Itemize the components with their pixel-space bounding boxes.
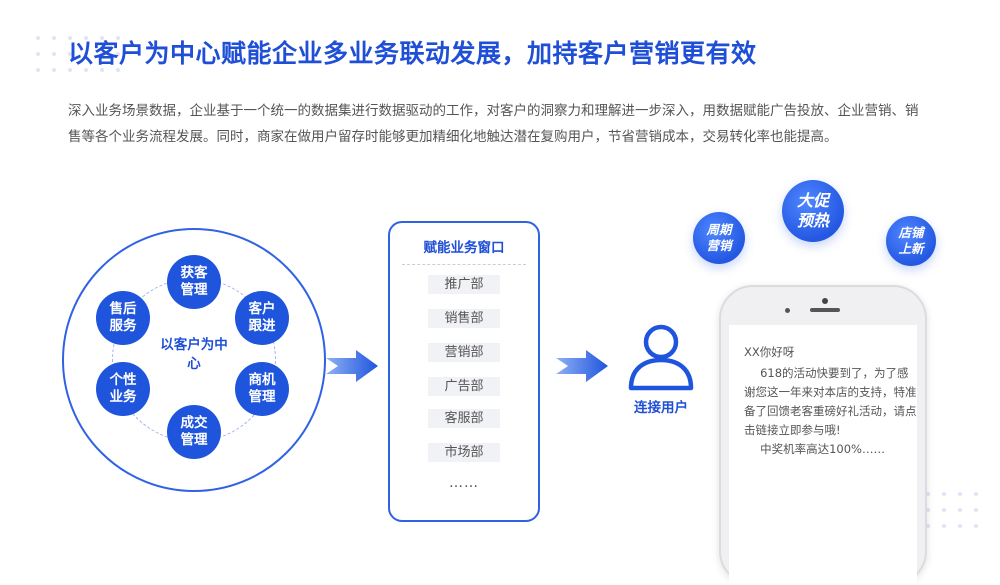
phone-side-dot bbox=[785, 308, 790, 313]
cycle-node-after-sales: 售后服务 bbox=[96, 291, 150, 345]
phone-speaker-icon bbox=[810, 308, 840, 312]
cycle-node-opportunity: 商机管理 bbox=[235, 362, 289, 416]
phone-camera-dot bbox=[822, 298, 828, 304]
flow-arrow-icon bbox=[326, 350, 378, 382]
user-label: 连接用户 bbox=[634, 400, 688, 416]
cycle-node-follow-up: 客户跟进 bbox=[235, 291, 289, 345]
panel-title: 赋能业务窗口 bbox=[423, 240, 505, 256]
department-item: 营销部 bbox=[428, 343, 500, 362]
message-body: 618的活动快要到了，为了感谢您这一年来对本店的支持，特准备了回馈老客重磅好礼活… bbox=[744, 366, 917, 437]
panel-divider bbox=[402, 264, 526, 265]
cycle-center-label: 以客户为中心 bbox=[160, 337, 228, 372]
phone-screen bbox=[729, 325, 917, 585]
customer-cycle-outer-circle bbox=[62, 228, 326, 492]
decorative-dot-grid-top bbox=[36, 36, 122, 74]
department-item: 推广部 bbox=[428, 275, 500, 294]
bubble-promo-preheat: 大促预热 bbox=[782, 180, 844, 242]
business-window-panel: 赋能业务窗口 推广部 销售部 营销部 广告部 客服部 市场部 bbox=[388, 221, 540, 522]
phone-mockup bbox=[719, 285, 927, 585]
cycle-node-deal: 成交管理 bbox=[167, 405, 221, 459]
message-greeting: XX你好呀 bbox=[744, 345, 795, 359]
department-item: 销售部 bbox=[428, 309, 500, 328]
department-item: 广告部 bbox=[428, 377, 500, 396]
message-footer: 中奖机率高达100%…… bbox=[760, 442, 885, 456]
cycle-node-acquisition: 获客管理 bbox=[167, 255, 221, 309]
cycle-node-personalized: 个性业务 bbox=[96, 362, 150, 416]
bubble-periodic-marketing: 周期营销 bbox=[693, 212, 745, 264]
user-icon bbox=[628, 324, 694, 391]
flow-arrow-icon bbox=[556, 350, 608, 382]
department-item: 市场部 bbox=[428, 443, 500, 462]
panel-more-ellipsis: …… bbox=[449, 475, 479, 491]
bubble-new-arrivals: 店铺上新 bbox=[886, 216, 936, 266]
department-item: 客服部 bbox=[428, 409, 500, 428]
phone-message: XX你好呀 618的活动快要到了，为了感谢您这一年来对本店的支持，特准备了回馈老… bbox=[744, 343, 919, 459]
page-description: 深入业务场景数据，企业基于一个统一的数据集进行数据驱动的工作，对客户的洞察力和理… bbox=[68, 103, 919, 145]
page-title: 以客户为中心赋能企业多业务联动发展，加持客户营销更有效 bbox=[68, 39, 757, 68]
